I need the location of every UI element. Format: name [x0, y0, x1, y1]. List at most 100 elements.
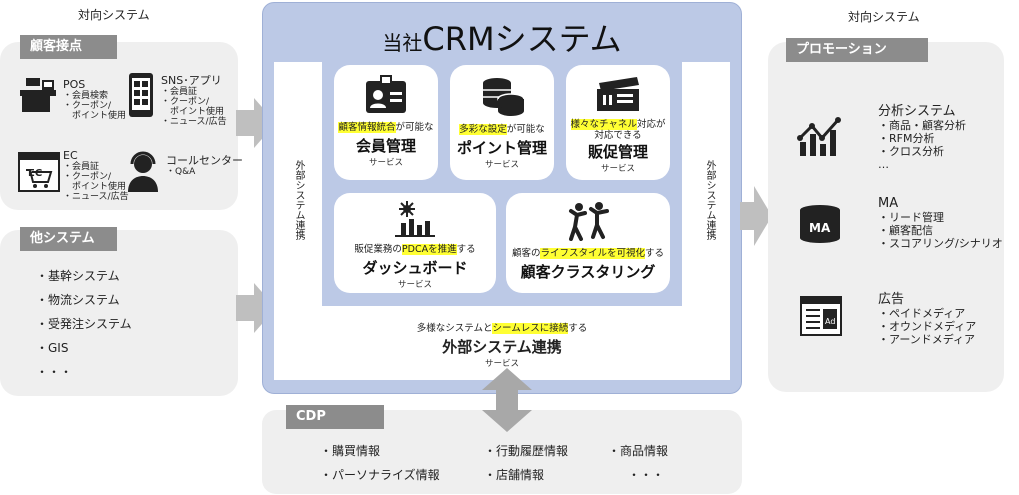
other-systems-header: 他システム	[20, 227, 117, 251]
ec-line-3: ポイント使用	[63, 182, 127, 192]
card-member-management: 顧客情報統合が可能な 会員管理 サービス	[334, 65, 438, 180]
headset-operator-icon	[126, 150, 160, 196]
ec-title: EC	[63, 149, 78, 162]
arrow-touchpoints-to-crm	[236, 98, 276, 152]
crm-title-main: CRMシステム	[422, 20, 622, 58]
cdp-header: CDP	[286, 405, 384, 429]
ec-line-2: ・クーポン/	[63, 172, 112, 182]
ad-group: 広告 ・ペイドメディア ・オウンドメディア ・アーンドメディア	[878, 292, 976, 346]
card3-sub: サービス	[600, 164, 635, 174]
call-title: コールセンター	[166, 154, 243, 167]
card2-desc-highlight: 多彩な設定	[459, 124, 507, 135]
crm-title: 当社CRMシステム	[262, 14, 742, 60]
call-block: コールセンター ・Q&A	[166, 154, 243, 178]
pos-block: POS ・会員検索 ・クーポン/ ポイント使用	[63, 78, 127, 122]
ma-icon-label: MA	[809, 221, 831, 235]
ad-item-3: ・アーンドメディア	[878, 333, 976, 346]
ad-item-2: ・オウンドメディア	[878, 320, 977, 333]
smartphone-icon	[128, 72, 154, 122]
ma-title: MA	[878, 196, 899, 211]
crm-title-prefix: 当社	[382, 31, 423, 55]
card3-desc-rest: 対応が	[636, 119, 666, 130]
pos-line-3: ポイント使用	[63, 111, 127, 121]
right-heading: 対向システム	[848, 10, 920, 24]
side-label-left: 外部システム連携	[293, 160, 304, 240]
ad-icon-label: Ad	[825, 317, 835, 326]
card1-sub: サービス	[368, 158, 403, 168]
side-label-right: 外部システム連携	[704, 160, 715, 240]
other-systems-panel	[0, 230, 238, 396]
cdp-item-3: ・商品情報	[608, 444, 669, 458]
card2-name: ポイント管理	[456, 139, 547, 157]
cdp-item-1: ・購買情報	[320, 444, 381, 458]
card3-desc-highlight: 様々なチャネル	[570, 119, 637, 130]
card4-name: ダッシュボード	[362, 259, 468, 277]
external-desc-highlight: シームレスに接続	[492, 323, 569, 334]
other-systems-list: ・基幹システム ・物流システム ・受発注システム ・GIS ・・・	[36, 264, 132, 384]
card5-desc-pre: 顧客の	[511, 248, 541, 259]
dancing-people-icon	[506, 201, 670, 245]
pos-title: POS	[63, 78, 86, 91]
analytics-group: 分析システム ・商品・顧客分析 ・RFM分析 ・クロス分析 …	[878, 104, 966, 171]
sns-block: SNS･アプリ ・会員証 ・クーポン/ ポイント使用 ・ニュース/広告	[161, 74, 227, 128]
id-card-icon	[334, 75, 438, 119]
other-item-2: ・物流システム	[36, 293, 120, 307]
left-heading: 対向システム	[78, 8, 150, 22]
ticket-icon	[566, 75, 670, 119]
card5-name: 顧客クラスタリング	[520, 263, 656, 281]
card-customer-clustering: 顧客のライフスタイルを可視化する 顧客クラスタリング	[506, 193, 670, 293]
card4-sub: サービス	[397, 280, 432, 290]
arrow-crm-to-promotion	[740, 186, 772, 250]
analytics-item-2: ・RFM分析	[878, 132, 935, 145]
cdp-item-5: ・店舗情報	[484, 468, 545, 482]
analytics-item-1: ・商品・顧客分析	[878, 119, 966, 132]
sns-line-1: ・会員証	[161, 87, 198, 97]
card3-name: 販促管理	[587, 143, 648, 161]
external-desc-pre: 多様なシステムと	[416, 323, 493, 334]
sns-line-2: ・クーポン/	[161, 97, 210, 107]
ma-group: MA ・リード管理 ・顧客配信 ・スコアリング/シナリオ	[878, 196, 1003, 250]
cdp-item-4: ・パーソナライズ情報	[320, 468, 440, 482]
card-promotion-management: 様々なチャネル対応が対応できる 販促管理 サービス	[566, 65, 670, 180]
ma-item-3: ・スコアリング/シナリオ	[878, 237, 1003, 250]
card5-desc-rest: する	[645, 248, 665, 259]
ec-line-4: ・ニュース/広告	[63, 192, 129, 202]
external-name: 外部システム連携	[442, 338, 562, 356]
ad-item-1: ・ペイドメディア	[878, 307, 966, 320]
sns-line-4: ・ニュース/広告	[161, 117, 227, 127]
card-point-management: 多彩な設定が可能な ポイント管理 サービス	[450, 65, 554, 180]
card4-desc-rest: する	[456, 244, 476, 255]
card5-desc-highlight: ライフスタイルを可視化	[540, 248, 645, 259]
call-line-1: ・Q&A	[166, 167, 196, 177]
ma-item-1: ・リード管理	[878, 211, 944, 224]
promotion-header: プロモーション	[786, 38, 928, 62]
pos-line-2: ・クーポン/	[63, 101, 112, 111]
card3-desc-line2: 対応できる	[594, 130, 642, 141]
coins-icon	[450, 73, 554, 121]
analytics-chart-icon	[796, 116, 844, 162]
external-desc-rest: する	[568, 323, 588, 334]
analytics-item-3: ・クロス分析	[878, 145, 944, 158]
ma-database-icon: MA	[798, 204, 842, 248]
card2-sub: サービス	[484, 160, 519, 170]
arrow-other-to-crm	[236, 283, 276, 337]
other-item-3: ・受発注システム	[36, 317, 132, 331]
other-item-1: ・基幹システム	[36, 269, 120, 283]
ec-cart-icon: EC	[18, 152, 60, 196]
card-dashboard: 販促業務のPDCAを推進する ダッシュボード サービス	[334, 193, 496, 293]
ad-browser-icon: Ad	[800, 296, 842, 340]
bar-chart-icon	[334, 201, 496, 241]
other-item-4: ・GIS	[36, 341, 69, 355]
sns-line-3: ポイント使用	[161, 107, 225, 117]
analytics-item-4: …	[878, 158, 889, 171]
ec-block: EC ・会員証 ・クーポン/ ポイント使用 ・ニュース/広告	[63, 149, 129, 203]
arrow-crm-cdp-bidirectional	[482, 368, 532, 436]
cdp-item-6: ・・・	[628, 468, 665, 482]
card4-desc-highlight: PDCAを推進	[401, 244, 457, 255]
ec-line-1: ・会員証	[63, 162, 100, 172]
cdp-item-2: ・行動履歴情報	[484, 444, 569, 458]
card4-desc-pre: 販促業務の	[354, 244, 402, 255]
pos-icon	[18, 76, 58, 120]
sns-title: SNS･アプリ	[161, 74, 222, 87]
ad-title: 広告	[878, 292, 905, 307]
